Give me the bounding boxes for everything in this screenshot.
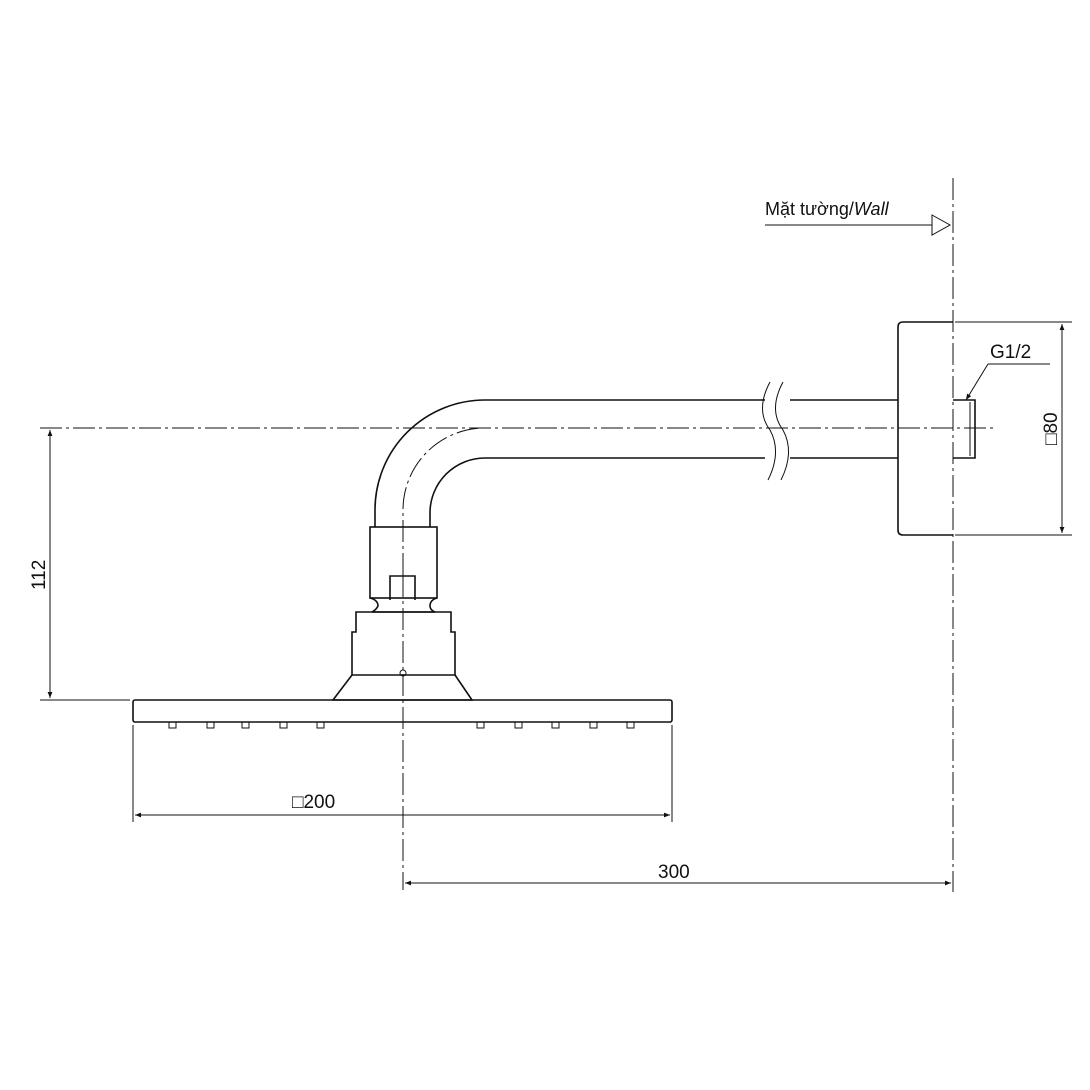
thread-callout: G1/2 (965, 342, 1050, 401)
wall-label: Mặt tường/Wall (765, 199, 952, 236)
svg-text:300: 300 (658, 862, 690, 883)
shower-arm (374, 381, 898, 527)
svg-text:□200: □200 (292, 792, 335, 813)
svg-text:□80: □80 (1041, 412, 1062, 445)
flange-size-dimension: □80 (955, 321, 1072, 536)
bend-centerline (402, 427, 486, 575)
drop-height-dimension: 112 (29, 430, 130, 701)
shower-head-plate (132, 699, 673, 729)
head-size-dimension: □200 (132, 725, 673, 822)
threaded-nipple (953, 399, 976, 459)
wall-flange (897, 321, 953, 536)
svg-text:G1/2: G1/2 (990, 342, 1031, 363)
break-symbol (762, 381, 776, 481)
nozzles (168, 721, 635, 729)
projection-dimension: 300 (405, 862, 951, 886)
wall-arrow-icon (931, 214, 952, 236)
svg-text:Mặt tường/Wall: Mặt tường/Wall (765, 199, 890, 219)
svg-text:112: 112 (29, 560, 50, 590)
